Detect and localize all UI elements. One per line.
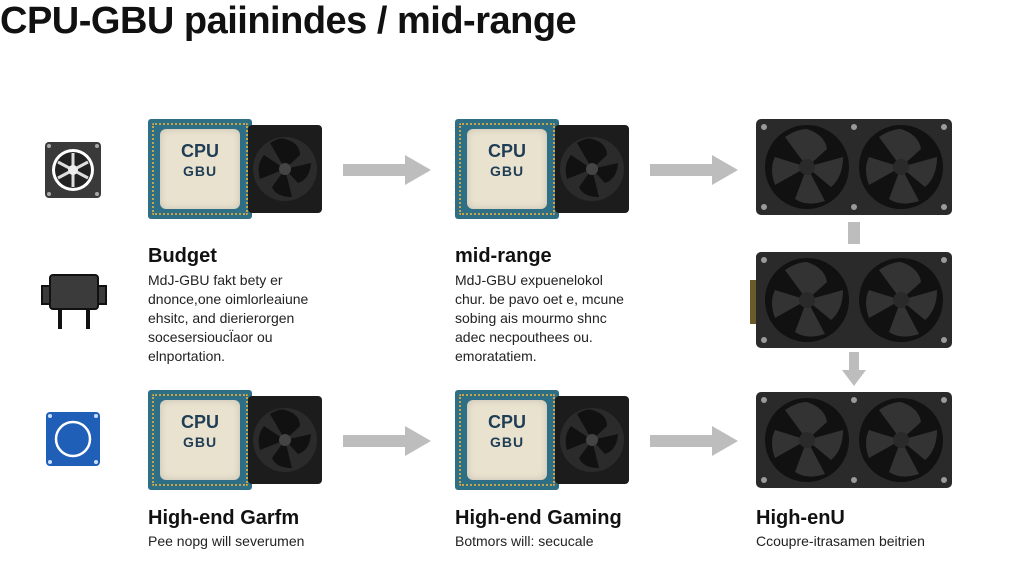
fan-icon <box>248 396 322 484</box>
tier-title-highenu: High-enU <box>756 507 845 529</box>
cpu-label: CPU <box>180 141 219 161</box>
gpu-card-dual-fan <box>756 119 952 215</box>
arrow-right-icon <box>343 426 431 456</box>
gbu-label: GBU <box>489 163 525 179</box>
tier-title-midrange: mid-range <box>455 245 552 267</box>
tier-title-highend-gaming: High-end Gaming <box>455 507 622 529</box>
tier-desc-budget: MdJ-GBU fakt bety er dnonce,one oimlorle… <box>148 272 309 364</box>
gbu-label: GBU <box>182 434 218 450</box>
tier-desc-midrange: MdJ-GBU expuenelokol chur. be pavo oet e… <box>455 272 624 364</box>
tier-desc-highend-gaming: Botmors will: secucale <box>455 533 594 549</box>
page-title: CPU-GBU paiinindes / mid-range <box>0 0 577 42</box>
gpu-card-dual-fan <box>756 252 952 348</box>
cpu-cooler-midrange: CPU GBU <box>455 119 631 219</box>
arrow-right-icon <box>343 155 431 185</box>
gbu-label: GBU <box>182 163 218 179</box>
connector-bar <box>848 222 860 244</box>
fan-icon <box>555 396 629 484</box>
cpu-chip: CPU GBU <box>148 119 252 219</box>
cpu-chip: CPU GBU <box>455 119 559 219</box>
cpu-chip: CPU GBU <box>148 390 252 490</box>
tier-desc-highenu: Ccoupre-itrasamen beitrien <box>756 533 925 549</box>
tier-desc-highend-garfm: Pee nopg will severumen <box>148 533 305 549</box>
gbu-label: GBU <box>489 434 525 450</box>
cpu-cooler-highend-b: CPU GBU <box>455 390 631 490</box>
fan-icon <box>555 125 629 213</box>
fan-icon <box>248 125 322 213</box>
cpu-cooler-highend-a: CPU GBU <box>148 390 324 490</box>
cpu-chip: CPU GBU <box>455 390 559 490</box>
arrow-right-icon <box>650 426 738 456</box>
tier-title-highend-garfm: High-end Garfm <box>148 507 300 529</box>
fan-box-icon <box>45 142 101 198</box>
cpu-cooler-budget: CPU GBU <box>148 119 324 219</box>
cpu-label: CPU <box>180 412 219 432</box>
gpu-card-dual-fan <box>756 392 952 488</box>
arrow-right-icon <box>650 155 738 185</box>
gpu-io-bracket <box>750 280 756 324</box>
cpu-label: CPU <box>487 141 526 161</box>
cpu-label: CPU <box>487 412 526 432</box>
tier-title-budget: Budget <box>148 245 217 267</box>
blue-chip-icon <box>46 412 100 466</box>
arrow-down-icon <box>842 352 866 386</box>
gpu-bracket-icon <box>41 274 107 329</box>
